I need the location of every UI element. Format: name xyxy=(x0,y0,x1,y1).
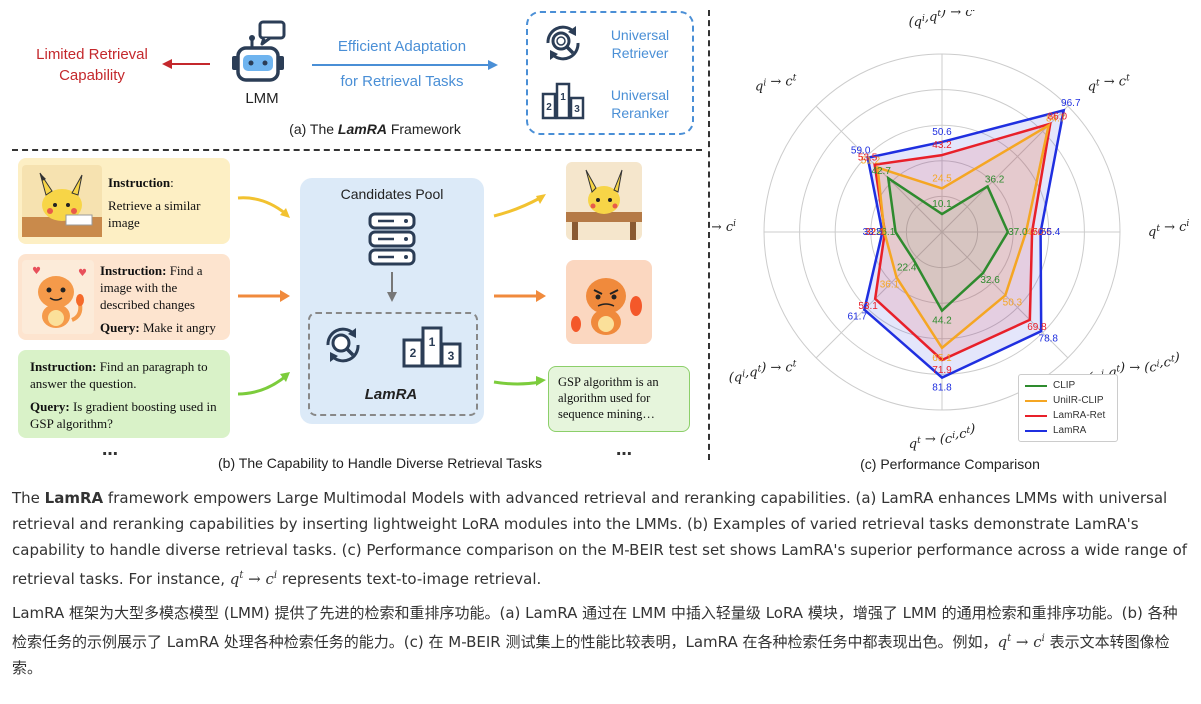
radar-value-label: 71.9 xyxy=(932,365,952,376)
svg-text:1: 1 xyxy=(560,92,566,103)
result-text-card xyxy=(548,366,690,432)
radar-series-lamra xyxy=(862,108,1066,380)
limited-retrieval-label: Limited Retrieval Capability xyxy=(36,46,148,84)
result-charmander-image xyxy=(566,260,652,344)
radar-value-label: 43.2 xyxy=(932,140,952,151)
radar-value-label: 69.8 xyxy=(1027,322,1047,333)
radar-value-label: 24.5 xyxy=(932,173,952,184)
radar-value-label: 36.1 xyxy=(880,280,900,291)
radar-axis-label: (qi,qt) → ci xyxy=(909,10,976,30)
universal-box xyxy=(526,11,694,135)
panel-a-caption: (a) The LamRA Framework xyxy=(289,121,461,137)
universal-retriever-label: Universal Retriever xyxy=(610,27,670,61)
radar-value-label: 50.3 xyxy=(1003,297,1023,308)
panel-separator-vertical xyxy=(708,10,710,460)
radar-value-label: 33.5 xyxy=(863,227,883,238)
candidates-pool-label: Candidates Pool xyxy=(340,186,444,202)
legend-item: LamRA xyxy=(1025,423,1111,438)
retrieval-tasks-label: for Retrieval Tasks xyxy=(340,73,464,90)
radar-value-label: 26.1 xyxy=(876,227,896,238)
radar-value-label: 47.2 xyxy=(1026,227,1046,238)
ellipsis-left: … xyxy=(102,440,118,459)
lmm-label: LMM xyxy=(245,90,279,107)
radar-axis-label: qt → (ci,ct) xyxy=(909,422,975,452)
radar-value-label: 36.2 xyxy=(985,174,1005,185)
task-card-3-text: Instruction: Find an paragraph to answer… xyxy=(30,359,217,431)
lamra-model-box xyxy=(308,312,478,416)
svg-text:♥: ♥ xyxy=(32,266,41,277)
radar-axis-label: (qi,qt) → ct xyxy=(729,360,797,386)
down-arrow-icon xyxy=(387,272,397,302)
efficient-adaptation-label: Efficient Adaptation xyxy=(337,38,467,55)
radar-axis-label: qt → ci xyxy=(1148,219,1189,240)
panel-c-caption: (c) Performance Comparison xyxy=(860,456,1040,472)
radar-axis-label: qt → ct xyxy=(1088,73,1130,94)
radar-value-label: 96.7 xyxy=(1061,98,1081,109)
radar-value-label: 86.0 xyxy=(1048,112,1068,123)
radar-value-label: 22.4 xyxy=(897,262,917,273)
radar-series-lamra-ret xyxy=(873,122,1052,362)
radar-value-label: 55.4 xyxy=(1041,227,1061,238)
radar-value-label: 37.0 xyxy=(1008,227,1028,238)
svg-text:2: 2 xyxy=(410,346,417,360)
radar-axis-label: qi → ct xyxy=(755,73,797,94)
radar-value-label: 50.6 xyxy=(932,127,952,138)
panel-b-caption: (b) The Capability to Handle Diverse Ret… xyxy=(218,455,542,471)
radar-value-label: 32.1 xyxy=(865,227,885,238)
radar-value-label: 42.7 xyxy=(871,166,891,177)
radar-series-uniir-clip xyxy=(876,122,1051,350)
svg-text:3: 3 xyxy=(574,104,580,115)
radar-series-clip xyxy=(886,175,1010,313)
figure: Limited Retrieval Capability LMM Efficie… xyxy=(12,10,1189,472)
universal-reranker-label: Universal Reranker xyxy=(610,87,670,121)
radar-value-label: 78.8 xyxy=(1039,333,1059,344)
radar-value-label: 61.7 xyxy=(848,312,868,323)
caption-english: The LamRA framework empowers Large Multi… xyxy=(12,489,1188,588)
lamra-reranker-icon: 2 1 3 xyxy=(402,326,462,368)
panel-separator-horizontal xyxy=(12,149,702,151)
retriever-icon xyxy=(546,25,580,61)
task-card-text xyxy=(18,350,230,438)
radar-value-label: 44.2 xyxy=(932,316,952,327)
task-card-2-text: Instruction: Find a image with the descr… xyxy=(100,263,216,335)
svg-text:♥: ♥ xyxy=(78,268,87,279)
blue-arrow-right xyxy=(312,60,498,70)
radar-chart: 10.1 36.2 37.0 32.6 44.2 22.4 26.1 42.7 24.5 84.7… xyxy=(712,10,1189,452)
svg-text:3: 3 xyxy=(448,349,455,363)
legend-item: LamRA-Ret xyxy=(1025,408,1111,423)
svg-text:1: 1 xyxy=(429,335,436,349)
legend-item: UniIR-CLIP xyxy=(1025,393,1111,408)
ellipsis-right: … xyxy=(616,440,632,459)
radar-value-label: 32.4 xyxy=(865,227,885,238)
result-text: GSP algorithm is an algorithm used for s… xyxy=(558,375,659,421)
legend-item: CLIP xyxy=(1025,378,1111,393)
input-arrows xyxy=(237,196,290,396)
radar-value-label: 50.6 xyxy=(1032,227,1052,238)
radar-value-label: 59.0 xyxy=(851,146,871,157)
lamra-model-label: LamRA xyxy=(364,386,418,403)
caption-chinese: LamRA 框架为大型多模态模型 (LMM) 提供了先进的检索和重排序功能。(a… xyxy=(12,604,1178,677)
radar-value-label: 51.2 xyxy=(861,155,881,166)
radar-axis-label: qi → ci xyxy=(712,219,736,240)
output-arrows xyxy=(493,194,546,386)
reranker-podium-icon: 2 1 3 xyxy=(541,82,585,120)
svg-text:2: 2 xyxy=(546,102,552,113)
red-arrow-left xyxy=(162,59,210,69)
radar-value-label: 65.1 xyxy=(932,353,952,364)
charmander-image: ♥ ♥ xyxy=(22,260,94,334)
task-card-1-text: Instruction: Retrieve a similar image xyxy=(108,175,201,230)
pikachu-image xyxy=(22,165,102,237)
database-icon xyxy=(368,212,416,266)
radar-value-label: 53.5 xyxy=(858,153,878,164)
radar-spoke xyxy=(815,231,943,359)
radar-value-label: 53.1 xyxy=(858,301,878,312)
lamra-retriever-icon xyxy=(326,327,360,363)
radar-value-label: 32.6 xyxy=(980,275,1000,286)
result-pikachu-image xyxy=(566,162,642,240)
radar-value-label: 81.8 xyxy=(932,383,952,394)
radar-value-label: 10.1 xyxy=(932,199,952,210)
radar-value-label: 84.7 xyxy=(1046,113,1066,124)
robot-icon xyxy=(232,20,286,82)
